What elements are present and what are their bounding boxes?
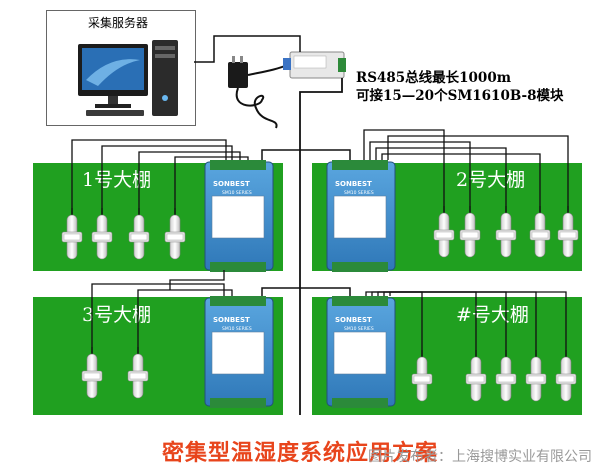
rs485-converter-icon	[283, 51, 346, 79]
bus-note-line2: 可接15—20个SM1610B-8模块	[356, 88, 564, 104]
acquisition-module-1	[204, 160, 274, 272]
acquisition-module-3	[204, 296, 274, 408]
acquisition-module-4	[326, 296, 396, 408]
watermark: 图片发布者：上海搜博实业有限公司	[368, 449, 592, 465]
greenhouse-2-label: 2号大棚	[456, 169, 526, 191]
module-1-brand: SONBEST	[213, 180, 250, 188]
acquisition-module-2	[326, 160, 396, 272]
module-3-series: SM10 SERIES	[222, 326, 252, 332]
greenhouse-1-label: 1号大棚	[82, 169, 152, 191]
bus-note-line1: RS485总线最长1000m	[356, 70, 512, 86]
module-2-brand: SONBEST	[335, 180, 372, 188]
greenhouse-3-label: 3号大棚	[82, 304, 152, 326]
greenhouse-4-label: #号大棚	[456, 304, 529, 326]
computer-icon	[78, 40, 178, 116]
temp-humidity-sensor-icon	[411, 349, 577, 402]
diagram-caption: 密集型温湿度系统应用方案	[161, 441, 438, 466]
module-1-series: SM10 SERIES	[222, 190, 252, 196]
module-4-brand: SONBEST	[335, 316, 372, 324]
power-adapter-icon	[228, 56, 291, 129]
server-title: 采集服务器	[88, 16, 149, 30]
temp-humidity-sensor-icon	[81, 346, 149, 399]
temp-humidity-sensor-icon	[433, 205, 579, 258]
module-3-brand: SONBEST	[213, 316, 250, 324]
module-4-series: SM10 SERIES	[344, 326, 374, 332]
temp-humidity-sensor-icon	[61, 207, 186, 260]
module-2-series: SM10 SERIES	[344, 190, 374, 196]
